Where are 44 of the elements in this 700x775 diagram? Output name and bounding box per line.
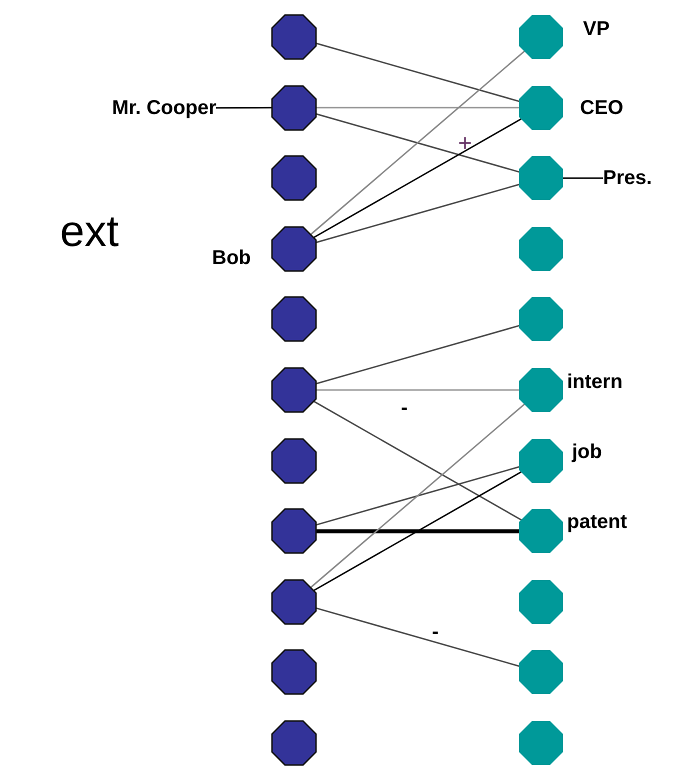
octagon-node [518,296,564,342]
node-label: CEO [580,96,624,120]
octagon-node [271,438,317,484]
leader-line [216,106,273,109]
octagon-node [518,155,564,202]
node-label: Bob [212,246,251,270]
octagon-node [518,226,564,272]
octagon-node [271,84,317,131]
octagon-node [518,578,564,625]
octagon-node [518,14,564,60]
node-label: Mr. Cooper [112,96,216,121]
leader-line [562,177,603,179]
sign-mark: - [432,622,439,642]
octagon-node [518,84,564,131]
node-label: VP [583,17,610,41]
octagon-node [518,649,564,696]
text-fragment: ext [60,210,119,254]
connector-line [315,389,520,391]
octagon-node [271,649,317,696]
node-label: patent [567,510,627,534]
octagon-node [271,720,317,766]
connector-line [315,106,520,108]
sign-mark: + [458,132,472,156]
octagon-node [518,438,564,484]
octagon-node [518,367,564,413]
octagon-node [518,720,564,766]
octagon-node [271,367,317,413]
octagon-node [271,296,317,342]
connector-line [312,470,524,592]
connector-line [309,403,526,589]
connector-line [315,529,520,534]
connector-line [312,400,524,522]
octagon-node [271,155,317,202]
node-label: intern [567,370,623,394]
node-label: Pres. [603,166,652,191]
octagon-node [271,226,317,272]
octagon-node [271,508,317,554]
connector-line [312,117,524,240]
sign-mark: - [401,398,408,418]
octagon-node [271,578,317,625]
connector-line [309,50,526,236]
octagon-node [518,508,564,554]
node-label: job [572,440,602,464]
octagon-node [271,14,317,60]
